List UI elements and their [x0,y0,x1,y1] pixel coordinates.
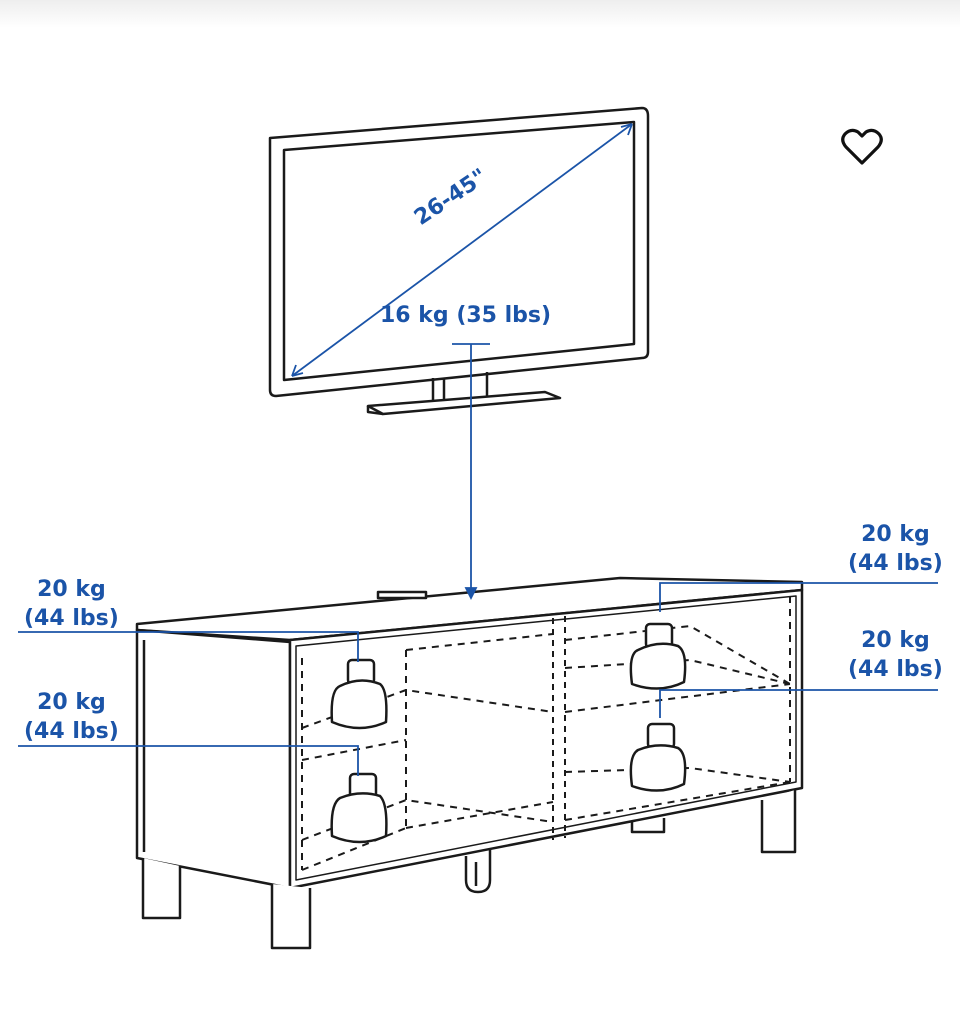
heart-outline-icon [841,128,883,165]
shelf-load-kg: 20 kg [37,577,106,602]
shelf-load-lbs: (44 lbs) [24,719,119,744]
weight-bottom-left [330,772,388,844]
shelf-load-lbs: (44 lbs) [848,657,943,682]
shelf-load-kg: 20 kg [861,522,930,547]
favorite-button[interactable] [838,126,886,168]
top-fade [0,0,960,28]
tv-weight-label: 16 kg (35 lbs) [380,303,552,328]
shelf-load-kg: 20 kg [861,628,930,653]
shelf-load-lbs: (44 lbs) [848,551,943,576]
weight-top-right [629,622,687,690]
weight-bottom-right [629,722,687,792]
shelf-load-top-left: 20 kg (44 lbs) [24,575,119,633]
shelf-load-bottom-right: 20 kg (44 lbs) [848,626,943,684]
tv-bench-illustration [135,576,804,950]
weight-top-left [330,658,388,730]
shelf-load-lbs: (44 lbs) [24,606,119,631]
shelf-load-kg: 20 kg [37,690,106,715]
shelf-load-bottom-left: 20 kg (44 lbs) [24,688,119,746]
shelf-load-top-right: 20 kg (44 lbs) [848,520,943,578]
